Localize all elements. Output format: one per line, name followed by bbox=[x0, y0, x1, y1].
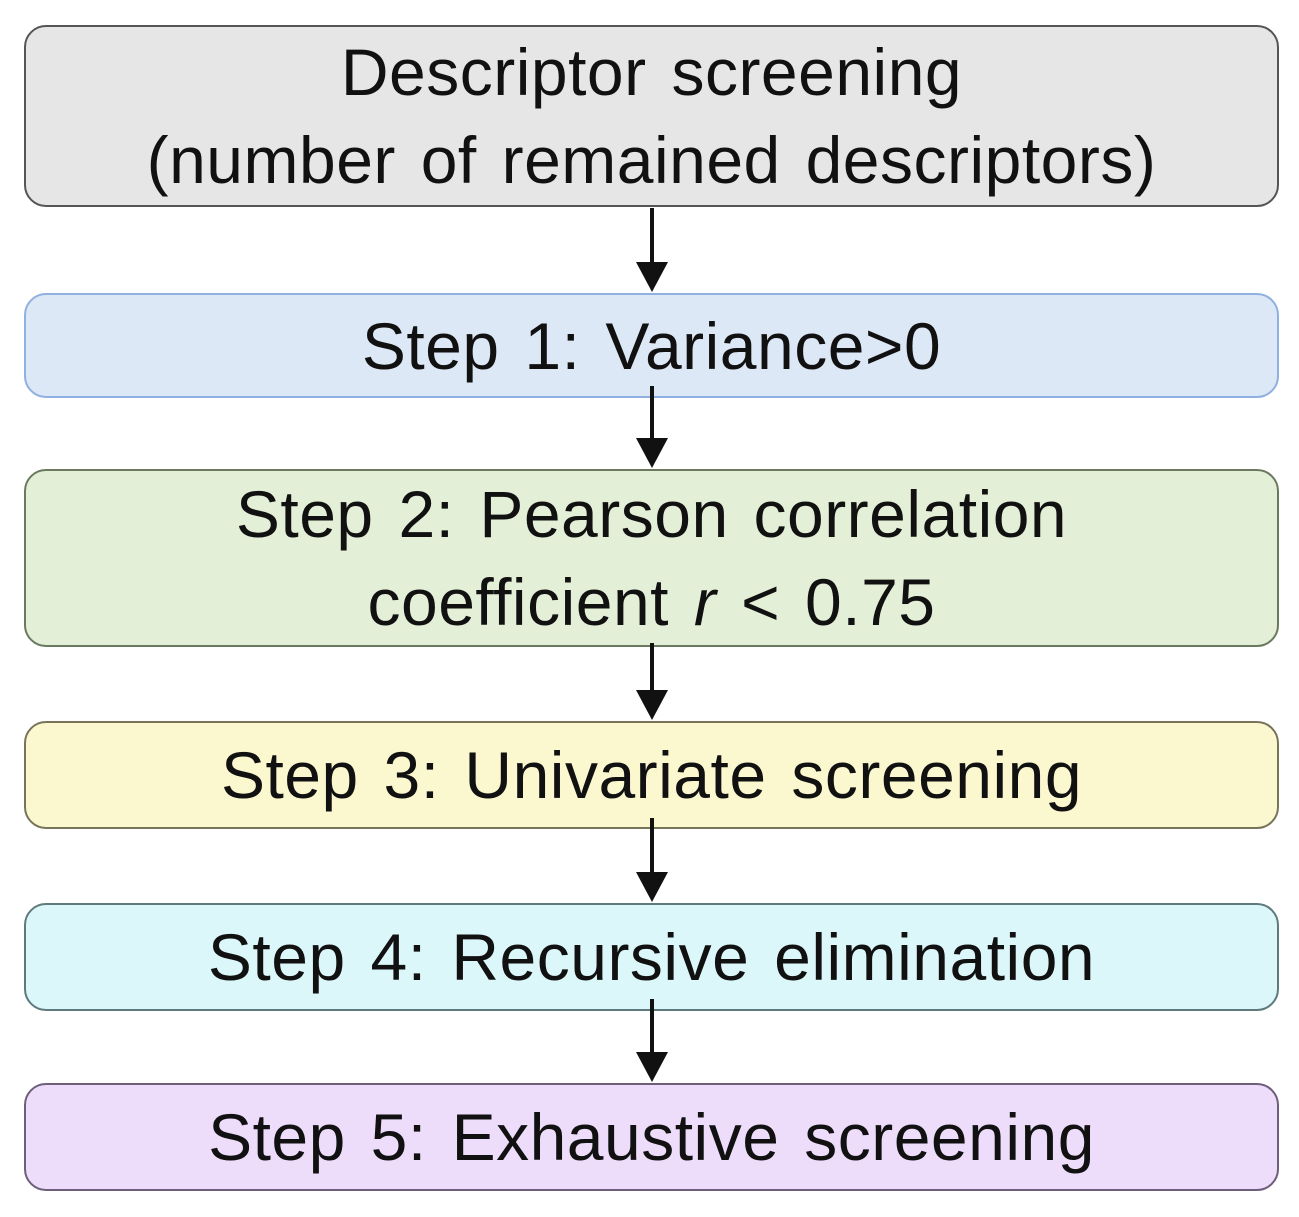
arrow-2-to-3 bbox=[636, 643, 668, 720]
step-2-box: Step 2: Pearson correlation coefficient … bbox=[24, 469, 1279, 647]
step-2-line2-prefix: coefficient bbox=[367, 565, 694, 639]
step-2-label-line1: Step 2: Pearson correlation bbox=[235, 477, 1068, 551]
step-2-variable-r: r bbox=[693, 565, 717, 639]
step-5-box: Step 5: Exhaustive screening bbox=[24, 1083, 1279, 1191]
step-3-box: Step 3: Univariate screening bbox=[24, 721, 1279, 829]
step-1-label: Step 1: Variance>0 bbox=[361, 308, 942, 383]
arrow-1-to-2 bbox=[636, 386, 668, 468]
step-1-box: Step 1: Variance>0 bbox=[24, 293, 1279, 398]
descriptor-screening-title: Descriptor screening bbox=[340, 35, 963, 109]
arrow-0-to-1 bbox=[636, 208, 668, 292]
arrow-3-to-4 bbox=[636, 818, 668, 902]
step-2-label-line2: coefficient r < 0.75 bbox=[368, 558, 936, 646]
descriptor-screening-box: Descriptor screening (number of remained… bbox=[24, 25, 1279, 207]
step-5-label: Step 5: Exhaustive screening bbox=[208, 1100, 1095, 1174]
arrow-4-to-5 bbox=[636, 999, 668, 1082]
step-4-label: Step 4: Recursive elimination bbox=[207, 920, 1096, 994]
step-4-box: Step 4: Recursive elimination bbox=[24, 903, 1279, 1011]
step-3-label: Step 3: Univariate screening bbox=[220, 738, 1083, 812]
descriptor-screening-subtitle: (number of remained descriptors) bbox=[146, 123, 1157, 197]
step-2-line2-suffix: < 0.75 bbox=[716, 565, 936, 639]
